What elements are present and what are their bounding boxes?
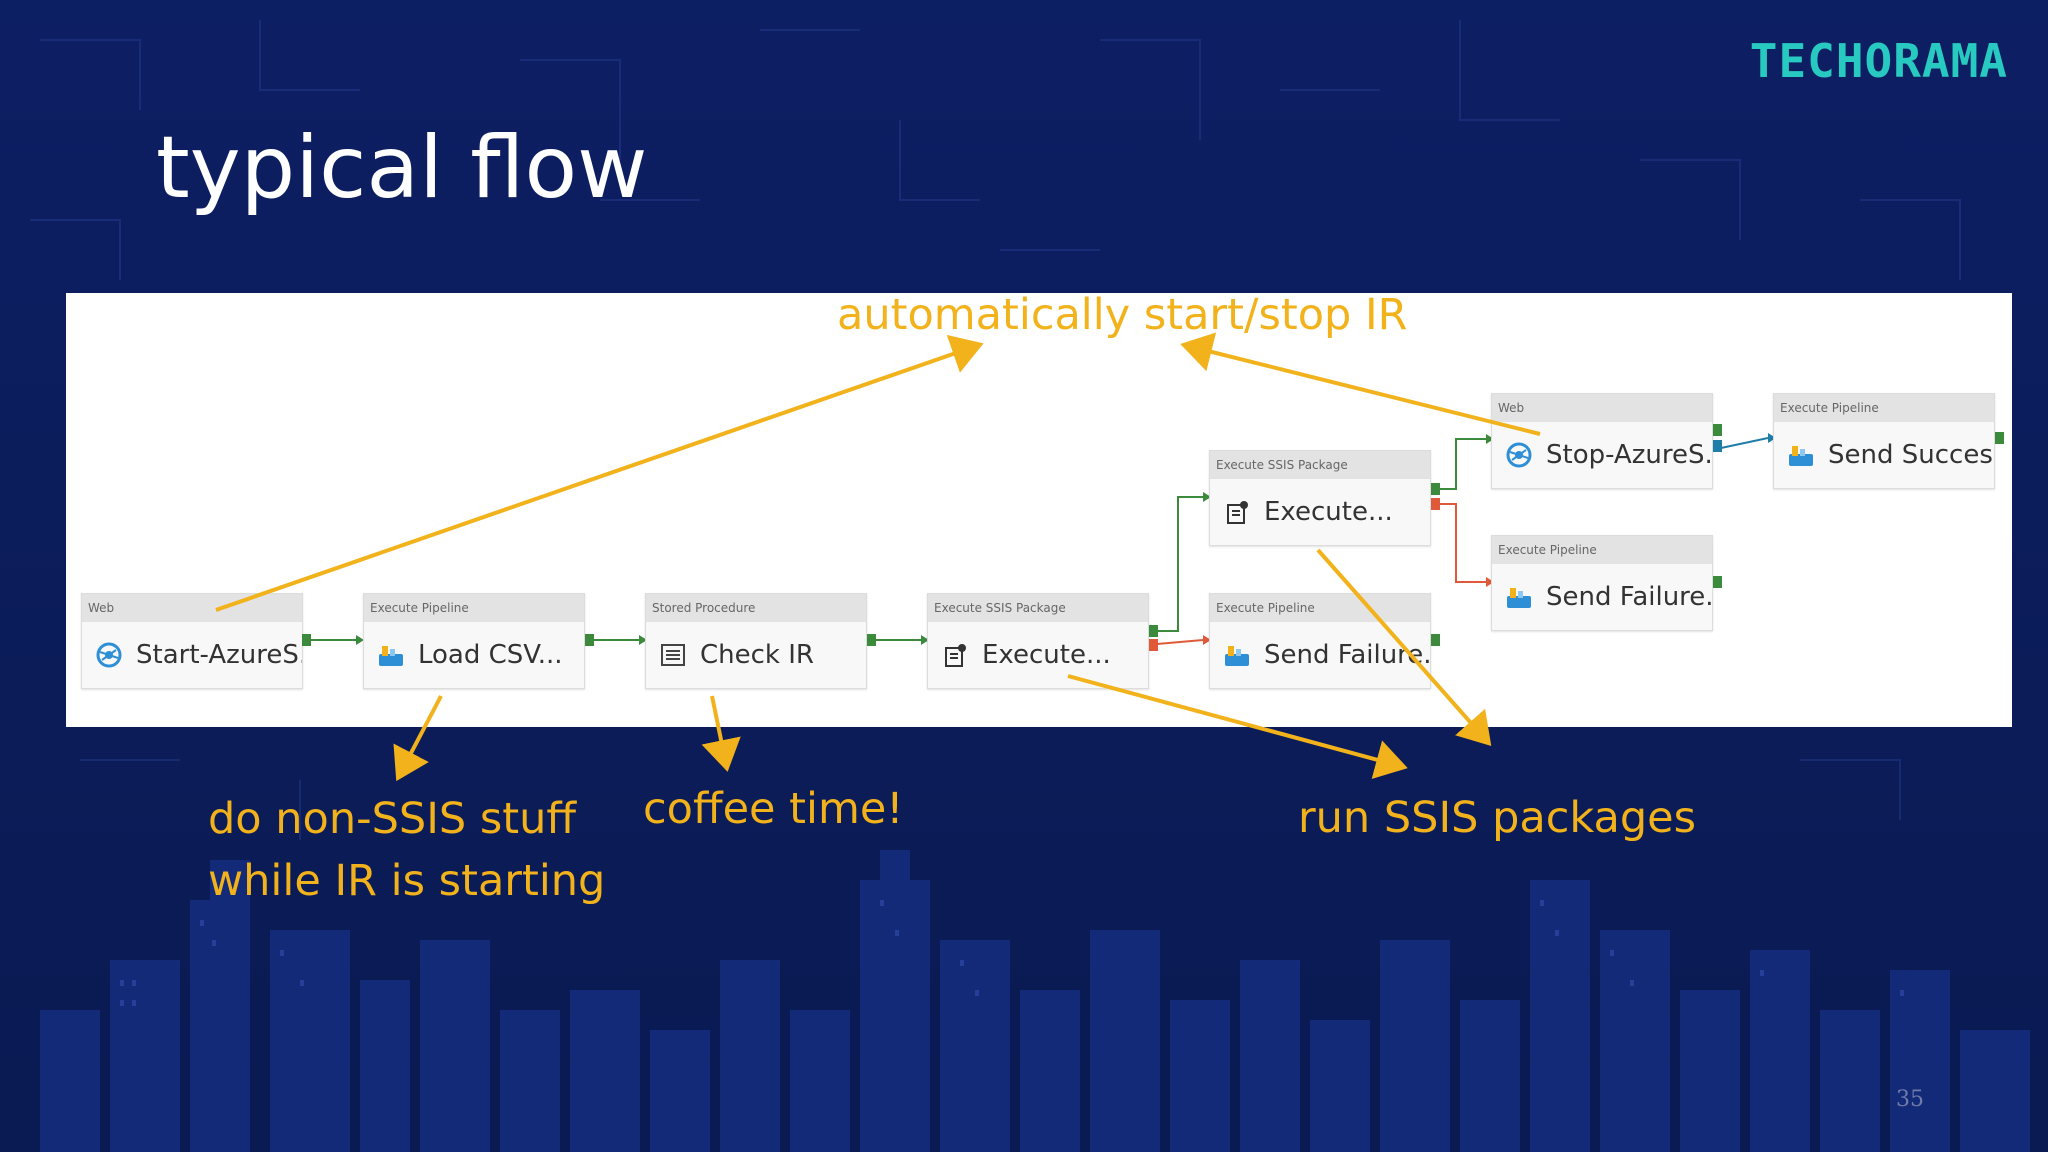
activity-execute-ssis-1[interactable]: Execute SSIS Package Execute... (927, 593, 1149, 689)
activity-type: Execute Pipeline (1210, 594, 1430, 622)
activity-check-ir[interactable]: Stored Procedure Check IR (645, 593, 867, 689)
activity-type: Execute Pipeline (1774, 394, 1994, 422)
ssis-package-icon (1227, 501, 1248, 524)
activity-type: Execute SSIS Package (1210, 451, 1430, 479)
success-port[interactable] (1713, 424, 1722, 436)
annotation-non-ssis-line2: while IR is starting (208, 856, 606, 906)
activity-stop-azure[interactable]: Web Stop-AzureS... (1491, 393, 1713, 489)
activity-type: Stored Procedure (646, 594, 866, 622)
techorama-logo: TECHORAMA (1749, 34, 2008, 88)
failure-port[interactable] (1431, 498, 1440, 510)
activity-type: Execute Pipeline (1492, 536, 1712, 564)
activity-label: Start-AzureS... (136, 640, 302, 670)
stored-procedure-icon (661, 644, 685, 666)
activity-label: Execute... (1264, 497, 1393, 527)
activity-label: Send Succes... (1828, 440, 1994, 470)
execute-pipeline-icon (1789, 446, 1813, 466)
activity-execute-ssis-2[interactable]: Execute SSIS Package Execute... (1209, 450, 1431, 546)
slide-title: typical flow (156, 118, 648, 218)
execute-pipeline-icon (1507, 588, 1531, 608)
success-port[interactable] (585, 634, 594, 646)
activity-send-failure-2[interactable]: Execute Pipeline Send Failure... (1491, 535, 1713, 631)
success-port[interactable] (1431, 483, 1440, 495)
activity-label: Load CSV... (418, 640, 563, 670)
pipeline-canvas: Web Start-AzureS... Execute Pipeline Loa… (66, 293, 2012, 727)
success-port[interactable] (1149, 625, 1158, 637)
activity-load-csv[interactable]: Execute Pipeline Load CSV... (363, 593, 585, 689)
activity-send-failure-1[interactable]: Execute Pipeline Send Failure... (1209, 593, 1431, 689)
activity-send-success[interactable]: Execute Pipeline Send Succes... (1773, 393, 1995, 489)
activity-label: Check IR (700, 640, 814, 670)
activity-label: Execute... (982, 640, 1111, 670)
execute-pipeline-icon (1225, 646, 1249, 666)
annotation-run-ssis: run SSIS packages (1298, 793, 1697, 843)
success-port[interactable] (1995, 432, 2004, 444)
activity-type: Web (1492, 394, 1712, 422)
web-globe-icon (96, 642, 122, 668)
completion-port[interactable] (1713, 440, 1722, 452)
ssis-package-icon (945, 644, 966, 667)
activity-label: Stop-AzureS... (1546, 440, 1712, 470)
activity-type: Execute SSIS Package (928, 594, 1148, 622)
success-port[interactable] (1713, 576, 1722, 588)
success-port[interactable] (1431, 634, 1440, 646)
slide-number: 35 (1896, 1087, 1924, 1112)
activity-start-azure[interactable]: Web Start-AzureS... (81, 593, 303, 689)
failure-port[interactable] (1149, 639, 1158, 651)
annotation-auto-start-stop: automatically start/stop IR (837, 290, 1408, 340)
execute-pipeline-icon (379, 646, 403, 666)
web-globe-icon (1506, 442, 1532, 468)
activity-label: Send Failure... (1264, 640, 1430, 670)
activity-label: Send Failure... (1546, 582, 1712, 612)
success-port[interactable] (302, 634, 311, 646)
activity-type: Execute Pipeline (364, 594, 584, 622)
annotation-coffee: coffee time! (643, 784, 904, 834)
activity-type: Web (82, 594, 302, 622)
success-port[interactable] (867, 634, 876, 646)
annotation-non-ssis-line1: do non-SSIS stuff (208, 794, 576, 844)
